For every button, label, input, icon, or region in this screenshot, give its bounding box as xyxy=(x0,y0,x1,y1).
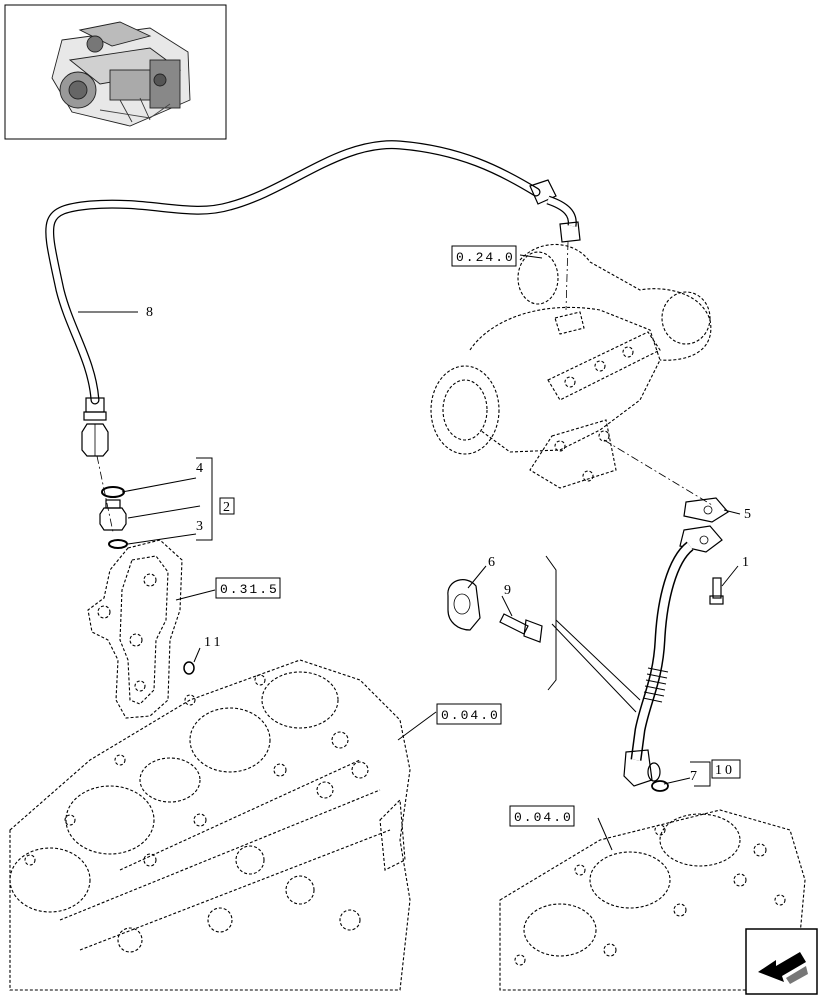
arrow-icon[interactable] xyxy=(745,928,818,995)
leader-lines xyxy=(78,254,741,851)
ref-box-block-a[interactable] xyxy=(436,703,502,725)
callout-4: 4 xyxy=(196,461,203,476)
ref-box-turbo[interactable] xyxy=(451,245,517,267)
ref-box-block-b[interactable] xyxy=(509,805,575,827)
engine-block-right xyxy=(499,809,806,991)
callout-10: 10 xyxy=(715,763,735,778)
callout-3: 3 xyxy=(196,519,203,534)
fitting-assembly xyxy=(99,486,128,549)
o-ring-11 xyxy=(183,661,195,675)
ref-filter: 0.31.5 xyxy=(220,582,279,597)
ref-block-b: 0.04.0 xyxy=(514,810,573,825)
callout-5: 5 xyxy=(744,507,751,522)
bolt-1 xyxy=(709,577,724,605)
ref-block-a: 0.04.0 xyxy=(441,708,500,723)
callout-2: 2 xyxy=(223,500,230,515)
callout-6: 6 xyxy=(488,555,495,570)
callout-10-box xyxy=(711,759,741,779)
clamp-6 xyxy=(447,579,481,631)
callout-1: 1 xyxy=(742,555,749,570)
ref-box-filter[interactable] xyxy=(215,577,281,599)
callout-8: 8 xyxy=(146,305,153,320)
drain-pipe-10 xyxy=(623,497,729,792)
ref-turbo: 0.24.0 xyxy=(456,250,515,265)
oil-pipe-8 xyxy=(45,140,581,457)
turbocharger xyxy=(430,243,712,489)
engine-thumbnail xyxy=(4,4,227,140)
callout-9: 9 xyxy=(504,583,511,598)
group-bracket xyxy=(545,555,641,713)
callout-11: 11 xyxy=(204,635,223,650)
center-lines xyxy=(96,241,713,533)
bolt-9 xyxy=(499,613,543,643)
callout-2-box xyxy=(219,497,235,515)
engine-block-left xyxy=(9,659,411,991)
callout-7: 7 xyxy=(690,769,697,784)
oil-filter-head xyxy=(87,539,183,719)
